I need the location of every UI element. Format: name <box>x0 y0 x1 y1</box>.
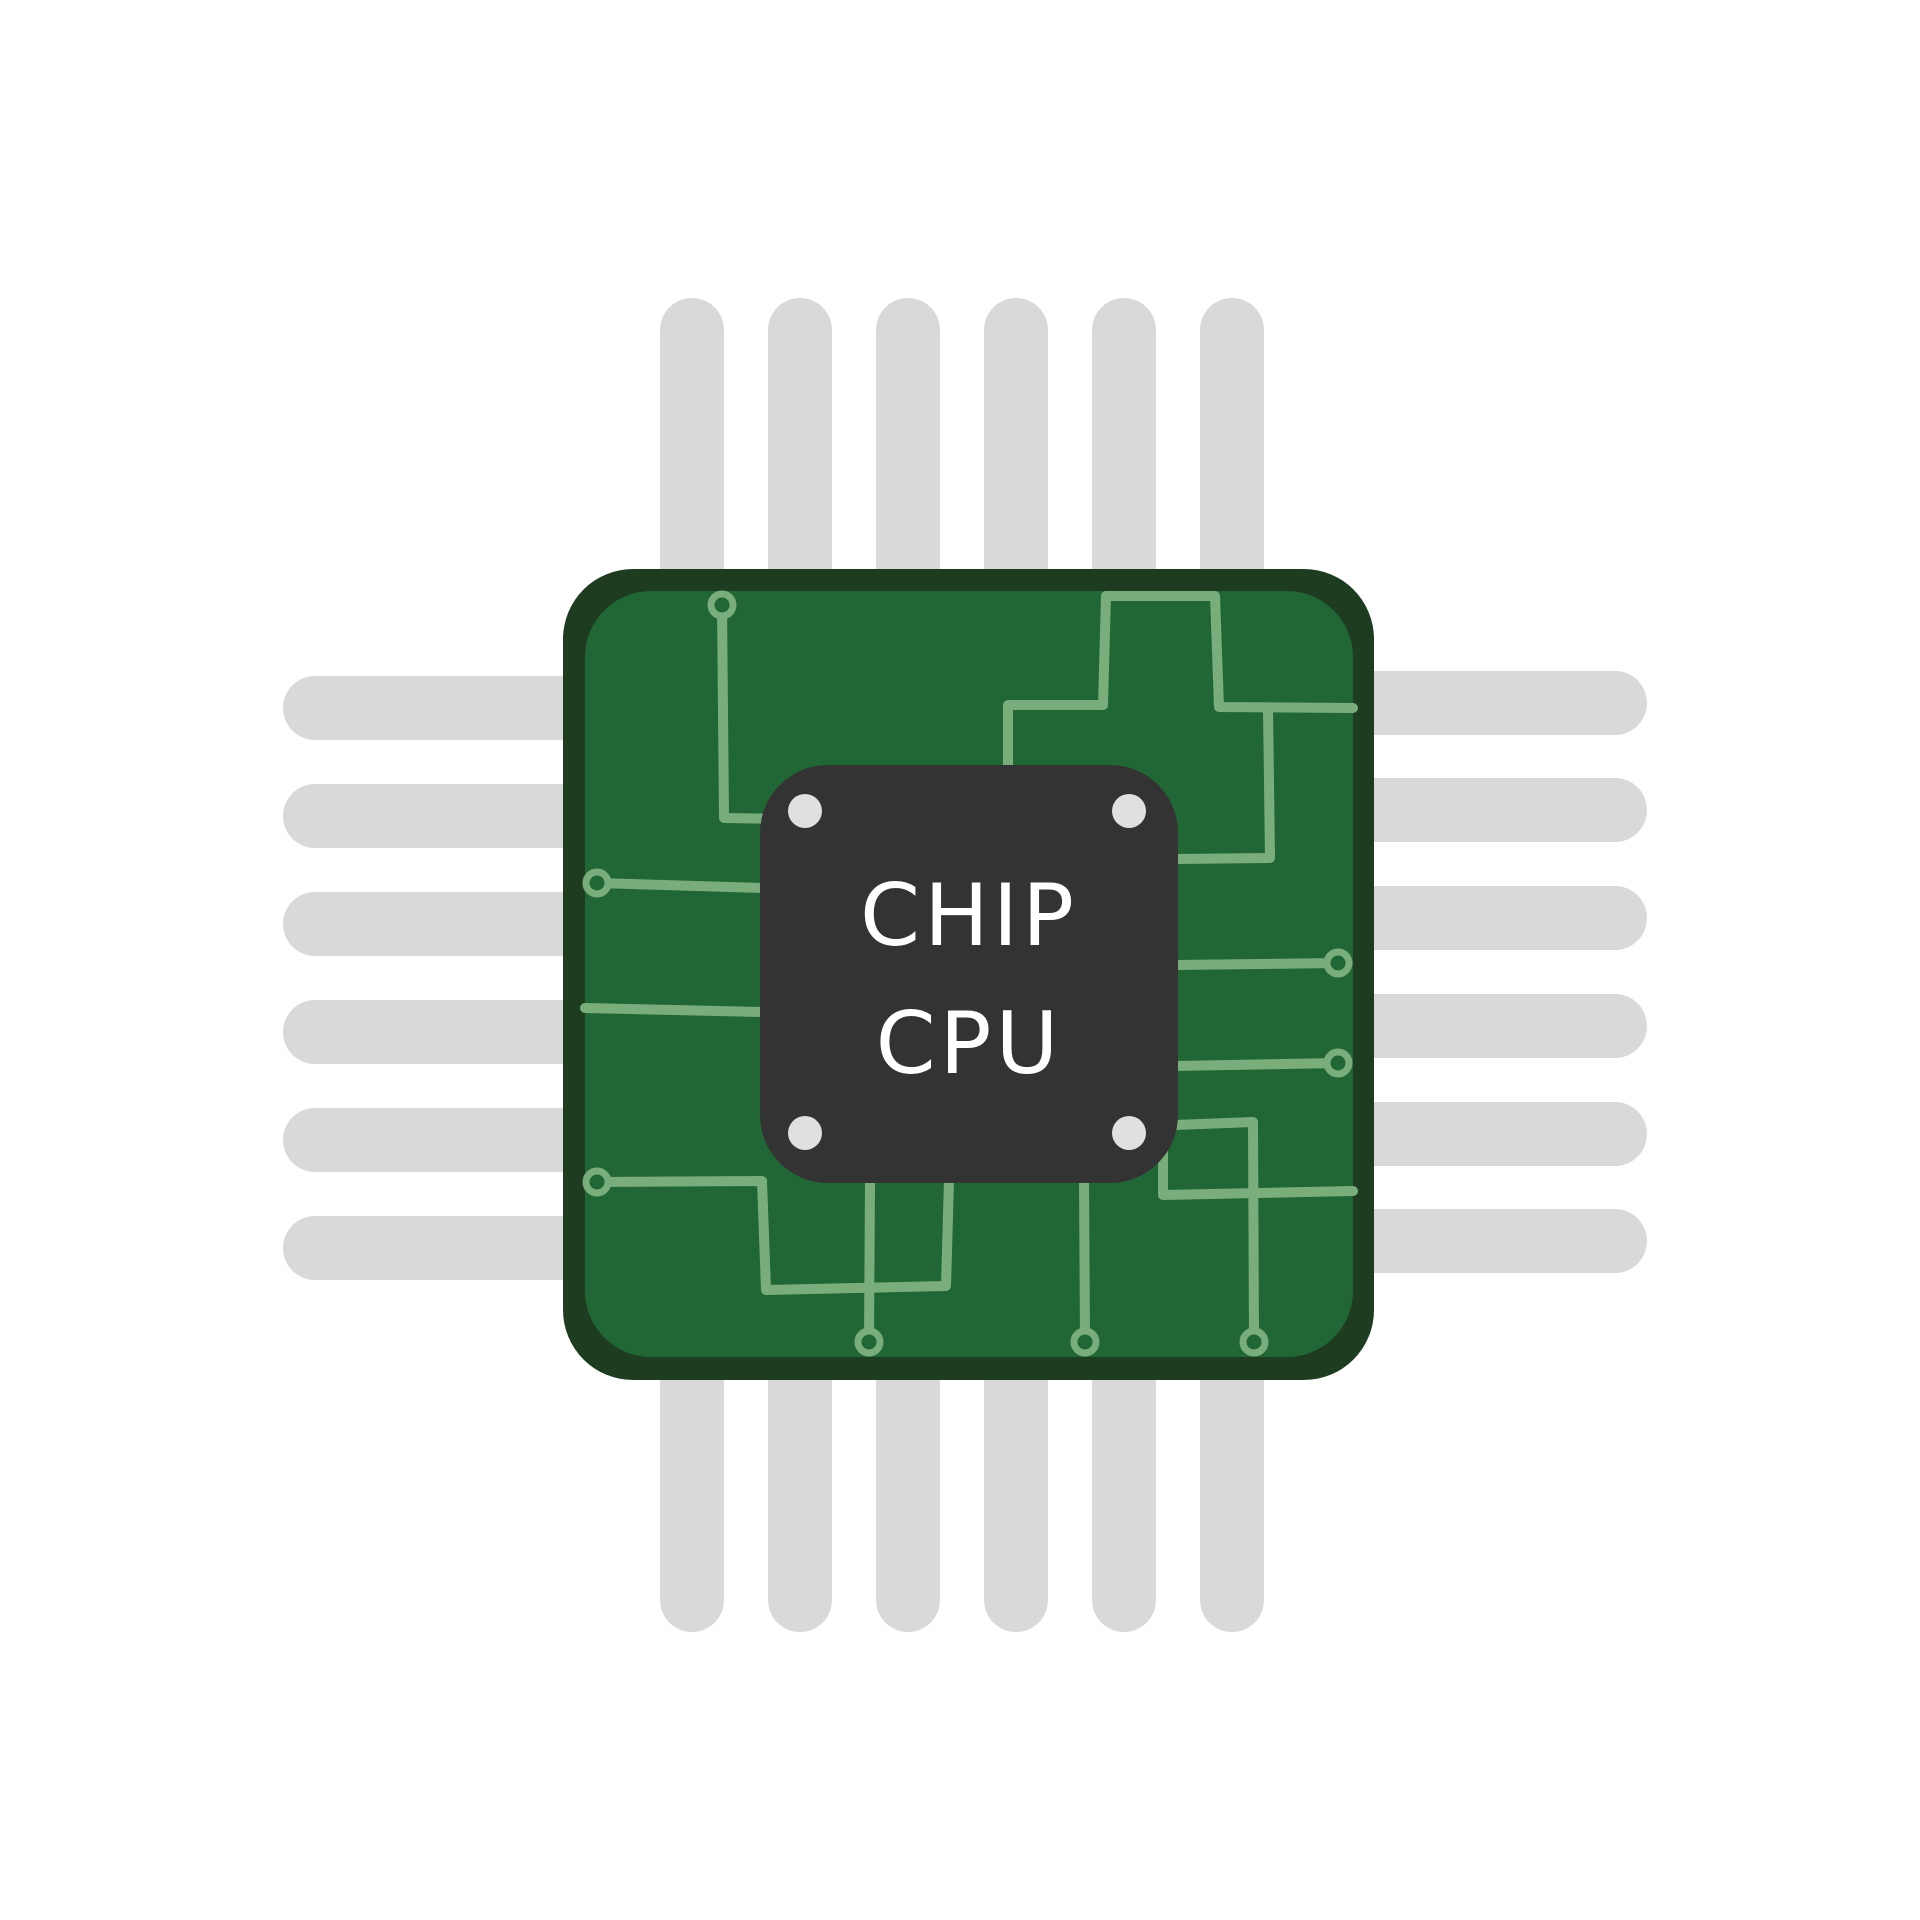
core-mounting-dots <box>788 794 1146 1150</box>
via-right-2 <box>1323 1048 1353 1078</box>
trace-7 <box>1170 1058 1343 1071</box>
trace-vias <box>582 590 1353 1357</box>
circuit-traces <box>580 591 1358 1347</box>
trace-5 <box>580 1003 767 1017</box>
via-bottom-3 <box>1239 1327 1269 1357</box>
via-right-1 <box>1323 948 1353 978</box>
via-bottom-1 <box>854 1327 884 1357</box>
chip-label-line2: CPU <box>876 994 1063 1094</box>
chip-core <box>760 765 1178 1183</box>
core-dot-top-right <box>1112 794 1146 828</box>
chip-label-line1: CHIP <box>860 866 1078 966</box>
core-dot-bottom-right <box>1112 1116 1146 1150</box>
trace-4 <box>592 878 767 893</box>
core-dot-bottom-left <box>788 1116 822 1150</box>
via-left-1 <box>582 868 612 898</box>
via-bottom-2 <box>1070 1327 1100 1357</box>
trace-6 <box>1170 958 1343 970</box>
chip-pins <box>283 298 1647 1632</box>
trace-2 <box>1003 591 1358 775</box>
trace-12 <box>1170 1117 1259 1347</box>
trace-10 <box>1079 1175 1090 1347</box>
core-dot-top-left <box>788 794 822 828</box>
via-top-left <box>707 590 737 620</box>
via-left-2 <box>582 1167 612 1197</box>
trace-3 <box>1170 703 1275 864</box>
trace-9 <box>864 1175 875 1347</box>
trace-8 <box>592 1175 954 1295</box>
